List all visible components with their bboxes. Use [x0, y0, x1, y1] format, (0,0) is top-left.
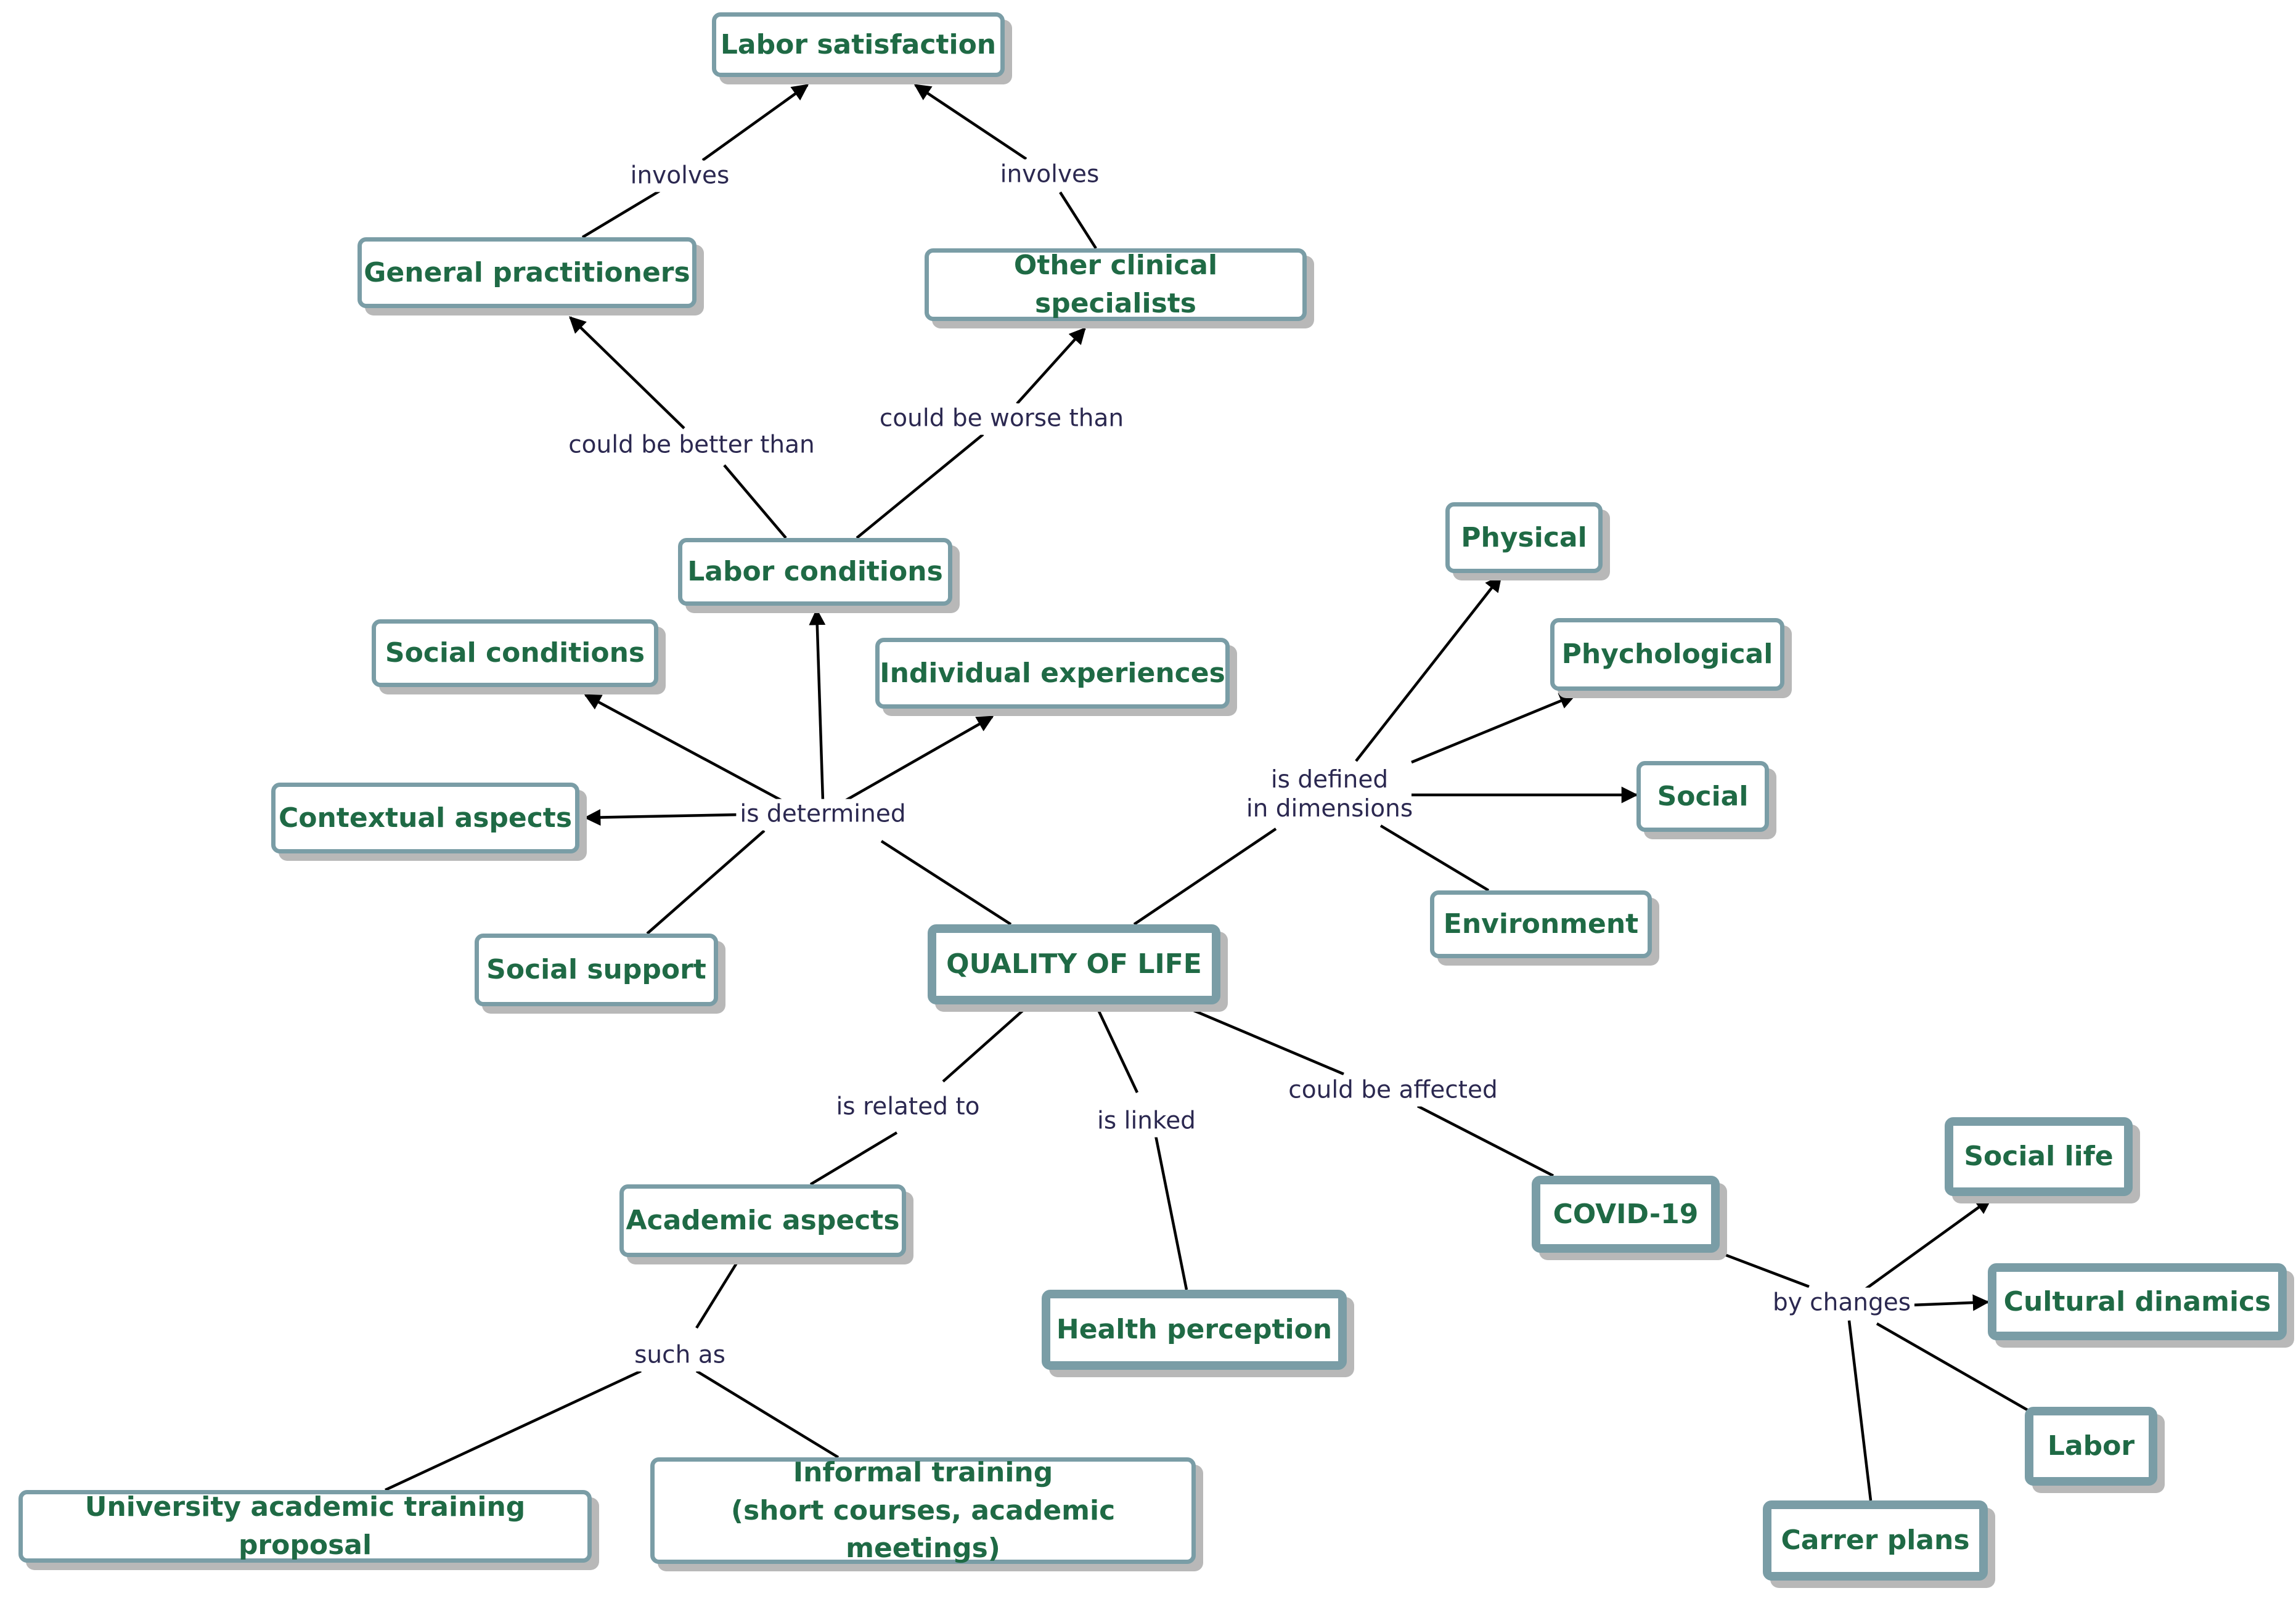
node-social[interactable]: Social	[1636, 761, 1769, 832]
connector-qol-to-affected	[1186, 1006, 1344, 1076]
link-label-involves-left: involves	[626, 160, 733, 192]
connector-labor-conditions-to-worse	[856, 433, 984, 539]
node-cultural-dinamics[interactable]: Cultural dinamics	[1988, 1263, 2287, 1340]
arrow-determined-to-labor-conditions	[809, 608, 826, 802]
arrow-involves-to-labor-satisfaction	[701, 84, 809, 161]
arrow-determined-to-contextual-aspects	[584, 809, 740, 826]
link-label-such-as: such as	[631, 1340, 729, 1372]
connector-such-as-to-university	[385, 1369, 642, 1492]
node-labor-satisfaction[interactable]: Labor satisfaction	[712, 12, 1005, 77]
connector-qol-to-determined	[880, 840, 1012, 926]
connector-academic-to-such-as	[695, 1262, 738, 1329]
connector-labor-conditions-to-better	[723, 464, 787, 539]
link-label-is-linked: is linked	[1093, 1105, 1199, 1138]
connector-qol-to-defined	[1133, 828, 1277, 926]
node-physical[interactable]: Physical	[1445, 502, 1603, 573]
arrow-determined-to-individual-experiences	[843, 715, 994, 802]
node-social-life[interactable]: Social life	[1945, 1117, 2133, 1196]
node-general-practitioners[interactable]: General practitioners	[357, 237, 697, 308]
arrow-by-changes-to-social-life	[1863, 1197, 1993, 1291]
connector-ocs-to-involves	[1059, 191, 1097, 250]
connector-linked-to-health-perception	[1154, 1135, 1188, 1290]
connector-qol-to-related	[942, 1006, 1027, 1083]
connector-covid-to-by-changes	[1719, 1251, 1810, 1288]
node-individual-experiences[interactable]: Individual experiences	[875, 638, 1230, 709]
connector-by-changes-to-labor	[1876, 1322, 2041, 1419]
link-label-is-defined-in-dimensions: is defined in dimensions	[1246, 766, 1413, 823]
node-informal-training[interactable]: Informal training (short courses, academ…	[650, 1457, 1196, 1564]
link-label-involves-right: involves	[996, 159, 1103, 191]
connector-determined-to-social-support	[646, 829, 766, 935]
arrow-by-changes-to-cultural-dinamics	[1910, 1294, 1990, 1311]
arrow-defined-to-physical	[1355, 574, 1502, 762]
node-university-academic-training-proposal[interactable]: University academic training proposal	[18, 1490, 592, 1563]
arrow-determined-to-social-conditions	[584, 694, 784, 802]
node-social-support[interactable]: Social support	[475, 934, 718, 1006]
arrow-better-to-gp	[569, 316, 685, 429]
arrow-worse-to-ocs	[1016, 327, 1086, 405]
node-covid-19[interactable]: COVID-19	[1532, 1176, 1720, 1253]
node-environment[interactable]: Environment	[1430, 890, 1652, 958]
link-label-could-be-better-than: could be better than	[565, 429, 819, 462]
arrow-defined-to-phychological	[1411, 693, 1577, 764]
connector-gp-to-involves	[581, 190, 661, 238]
node-phychological[interactable]: Phychological	[1550, 618, 1784, 691]
link-label-is-related-to: is related to	[832, 1091, 984, 1123]
link-label-is-determined: is determined	[736, 799, 910, 831]
connector-qol-to-linked	[1095, 1007, 1139, 1093]
node-other-clinical-specialists[interactable]: Other clinical specialists	[925, 248, 1307, 321]
connector-affected-to-covid	[1416, 1104, 1554, 1178]
node-social-conditions[interactable]: Social conditions	[372, 619, 658, 687]
connector-such-as-to-informal	[695, 1370, 840, 1459]
node-health-perception[interactable]: Health perception	[1042, 1290, 1347, 1370]
arrow-involves-to-labor-satisfaction-right	[913, 84, 1027, 160]
link-label-by-changes: by changes	[1768, 1287, 1915, 1319]
node-labor[interactable]: Labor	[2025, 1407, 2157, 1486]
node-carrer-plans[interactable]: Carrer plans	[1763, 1500, 1988, 1581]
link-label-could-be-affected: could be affected	[1285, 1075, 1501, 1107]
connector-defined-to-environment	[1379, 824, 1490, 892]
connector-related-to-academic	[809, 1131, 898, 1186]
node-academic-aspects[interactable]: Academic aspects	[619, 1184, 906, 1257]
node-labor-conditions[interactable]: Labor conditions	[678, 538, 952, 606]
node-contextual-aspects[interactable]: Contextual aspects	[271, 783, 579, 853]
node-quality-of-life[interactable]: QUALITY OF LIFE	[928, 924, 1220, 1004]
connector-by-changes-to-carrer-plans	[1847, 1320, 1873, 1501]
link-label-could-be-worse-than: could be worse than	[875, 403, 1128, 435]
